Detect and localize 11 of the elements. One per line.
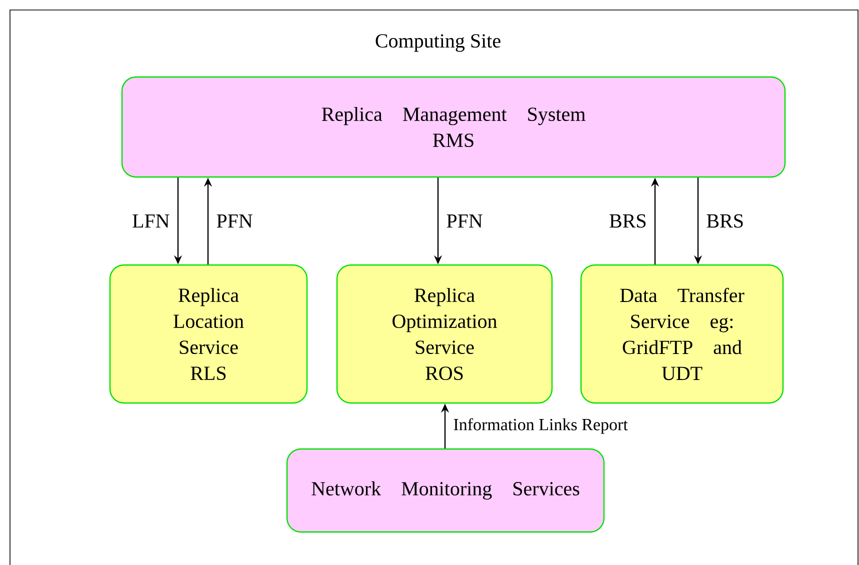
edge-label: LFN [132, 214, 170, 228]
service-box: Network Monitoring Services [286, 448, 605, 533]
service-box: Replica Optimization Service ROS [336, 264, 553, 404]
service-box: Replica Location Service RLS [109, 264, 308, 404]
edge-label: PFN [216, 214, 252, 228]
service-box: Replica Management System RMS [121, 76, 786, 178]
edge-label: Information Links Report [454, 418, 628, 434]
service-box: Data Transfer Service eg: GridFTP and UDT [580, 264, 784, 404]
edge-label: BRS [706, 214, 743, 228]
edge-label: PFN [446, 214, 482, 228]
edge-label: BRS [610, 214, 646, 228]
